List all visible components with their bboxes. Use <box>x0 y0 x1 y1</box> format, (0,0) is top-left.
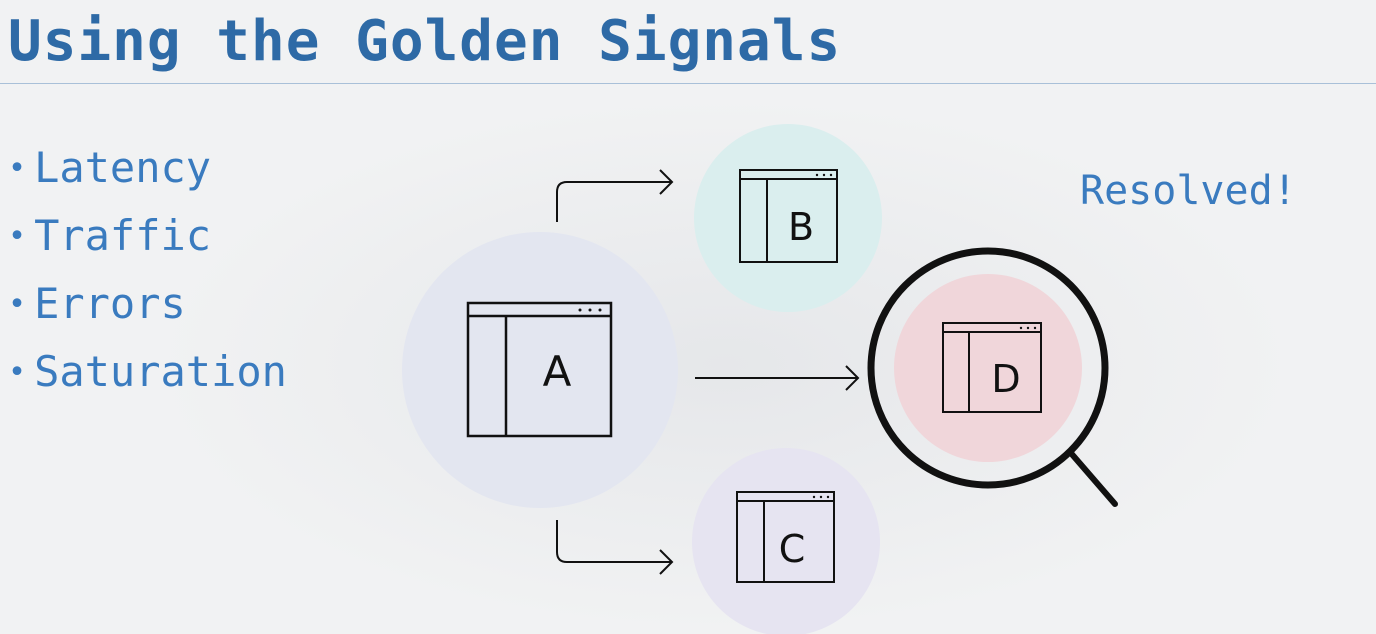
window-c-icon <box>736 491 835 583</box>
bullet-icon: • <box>8 151 27 186</box>
bullet-icon: • <box>8 355 27 390</box>
node-b-label: B <box>788 205 814 249</box>
list-item: •Latency <box>8 134 287 202</box>
node-d-circle <box>894 274 1082 462</box>
node-c-label: C <box>779 527 806 571</box>
signals-list: •Latency •Traffic •Errors •Saturation <box>8 134 287 406</box>
bullet-icon: • <box>8 219 27 254</box>
node-c-circle <box>692 448 880 634</box>
list-item: •Traffic <box>8 202 287 270</box>
node-d-label: D <box>991 357 1020 401</box>
page-title: Using the Golden Signals <box>8 9 842 74</box>
arrow-a-to-c <box>556 520 674 575</box>
list-item-label: Latency <box>34 143 212 192</box>
node-a-circle <box>402 232 678 508</box>
node-a-label: A <box>543 347 572 396</box>
window-b-icon <box>739 169 838 263</box>
list-item: •Errors <box>8 270 287 338</box>
bullet-icon: • <box>8 287 27 322</box>
list-item-label: Errors <box>34 279 186 328</box>
list-item-label: Saturation <box>34 347 287 396</box>
arrow-a-to-b <box>556 169 674 222</box>
arrow-a-to-d <box>695 365 860 391</box>
list-item: •Saturation <box>8 338 287 406</box>
window-d-icon <box>942 322 1042 413</box>
title-divider <box>0 83 1376 84</box>
magnifier-icon <box>867 247 1118 507</box>
status-text: Resolved! <box>1080 168 1297 214</box>
list-item-label: Traffic <box>34 211 212 260</box>
window-a-icon <box>466 301 613 438</box>
